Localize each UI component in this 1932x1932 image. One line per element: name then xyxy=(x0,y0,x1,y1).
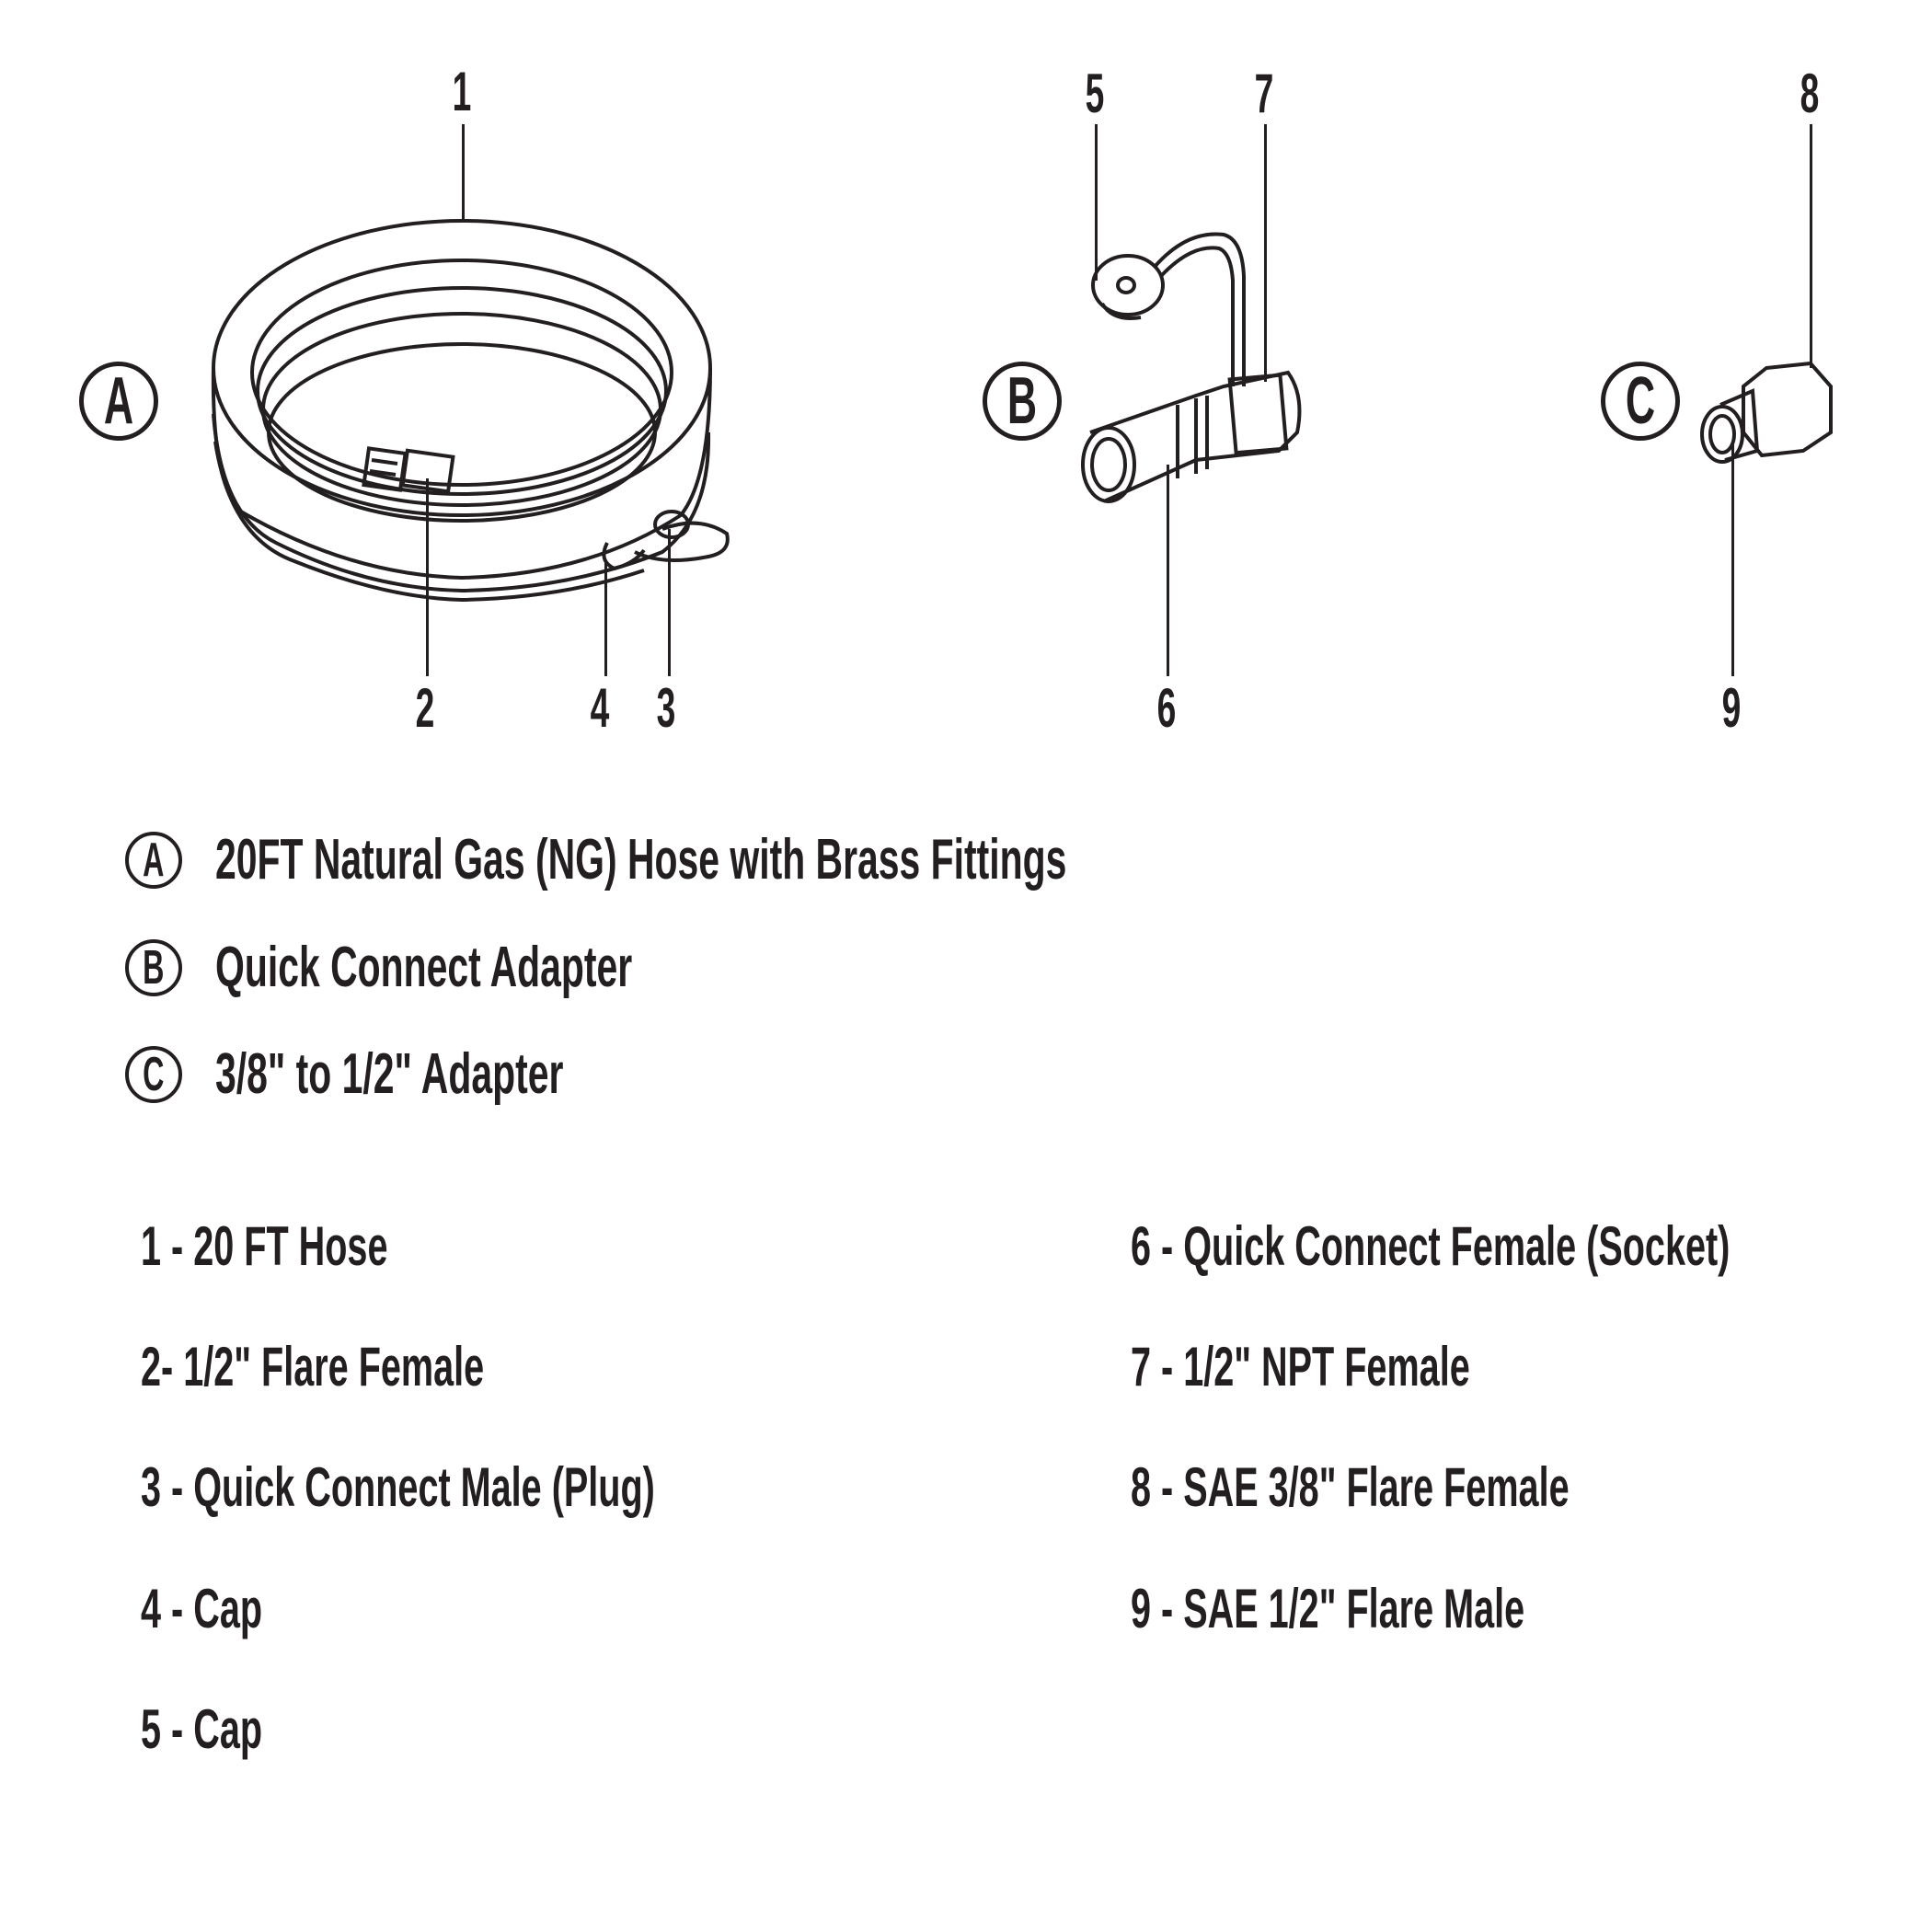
flare-adapter-drawing xyxy=(1700,361,1833,464)
group-marker-c-label: C xyxy=(1625,364,1656,438)
legend-marker-a-label: A xyxy=(143,834,165,887)
callout-7: 7 xyxy=(1254,63,1274,124)
callout-4: 4 xyxy=(590,677,610,739)
group-marker-a-label: A xyxy=(103,364,134,438)
legend-text-a: 20FT Natural Gas (NG) Hose with Brass Fi… xyxy=(215,828,1067,891)
callout-5: 5 xyxy=(1085,63,1105,124)
part-item-6: 6 - Quick Connect Female (Socket) xyxy=(1131,1215,1731,1277)
legend-item-a: A 20FT Natural Gas (NG) Hose with Brass … xyxy=(125,828,1505,892)
leader-line-1 xyxy=(462,124,465,221)
group-marker-b: B xyxy=(983,362,1062,441)
part-item-1: 1 - 20 FT Hose xyxy=(141,1215,388,1277)
part-item-8: 8 - SAE 3/8" Flare Female xyxy=(1131,1456,1570,1518)
part-item-9: 9 - SAE 1/2" Flare Male xyxy=(1131,1578,1525,1639)
callout-6: 6 xyxy=(1156,677,1177,739)
callout-1: 1 xyxy=(452,61,472,122)
part-item-3: 3 - Quick Connect Male (Plug) xyxy=(141,1456,655,1518)
leader-line-7 xyxy=(1264,124,1267,382)
legend-marker-b: B xyxy=(125,939,182,996)
leader-line-6 xyxy=(1167,465,1169,676)
part-item-7: 7 - 1/2" NPT Female xyxy=(1131,1336,1470,1397)
legend-marker-a: A xyxy=(125,832,182,889)
callout-2: 2 xyxy=(415,677,435,739)
part-item-5: 5 - Cap xyxy=(141,1698,263,1760)
leader-line-4 xyxy=(604,563,607,676)
part-item-2: 2- 1/2" Flare Female xyxy=(141,1336,485,1397)
leader-line-3 xyxy=(668,529,671,676)
hose-coil-drawing xyxy=(211,219,730,603)
callout-8: 8 xyxy=(1800,63,1820,124)
legend-marker-c: C xyxy=(125,1046,182,1103)
part-item-4: 4 - Cap xyxy=(141,1578,263,1639)
callout-3: 3 xyxy=(656,677,676,739)
legend-item-c: C 3/8" to 1/2" Adapter xyxy=(125,1042,742,1107)
legend-marker-b-label: B xyxy=(143,941,165,995)
legend-text-b: Quick Connect Adapter xyxy=(215,936,633,999)
legend-text-c: 3/8" to 1/2" Adapter xyxy=(215,1042,564,1106)
legend-item-b: B Quick Connect Adapter xyxy=(125,936,847,1000)
quick-connect-drawing xyxy=(1081,232,1302,503)
callout-9: 9 xyxy=(1721,677,1742,739)
group-marker-a: A xyxy=(79,362,158,441)
leader-line-8 xyxy=(1810,124,1812,368)
group-marker-c: C xyxy=(1601,362,1680,441)
group-marker-b-label: B xyxy=(1006,364,1038,438)
leader-line-5 xyxy=(1095,124,1098,281)
leader-line-2 xyxy=(426,478,429,676)
legend-marker-c-label: C xyxy=(143,1048,165,1101)
leader-line-9 xyxy=(1731,442,1734,676)
